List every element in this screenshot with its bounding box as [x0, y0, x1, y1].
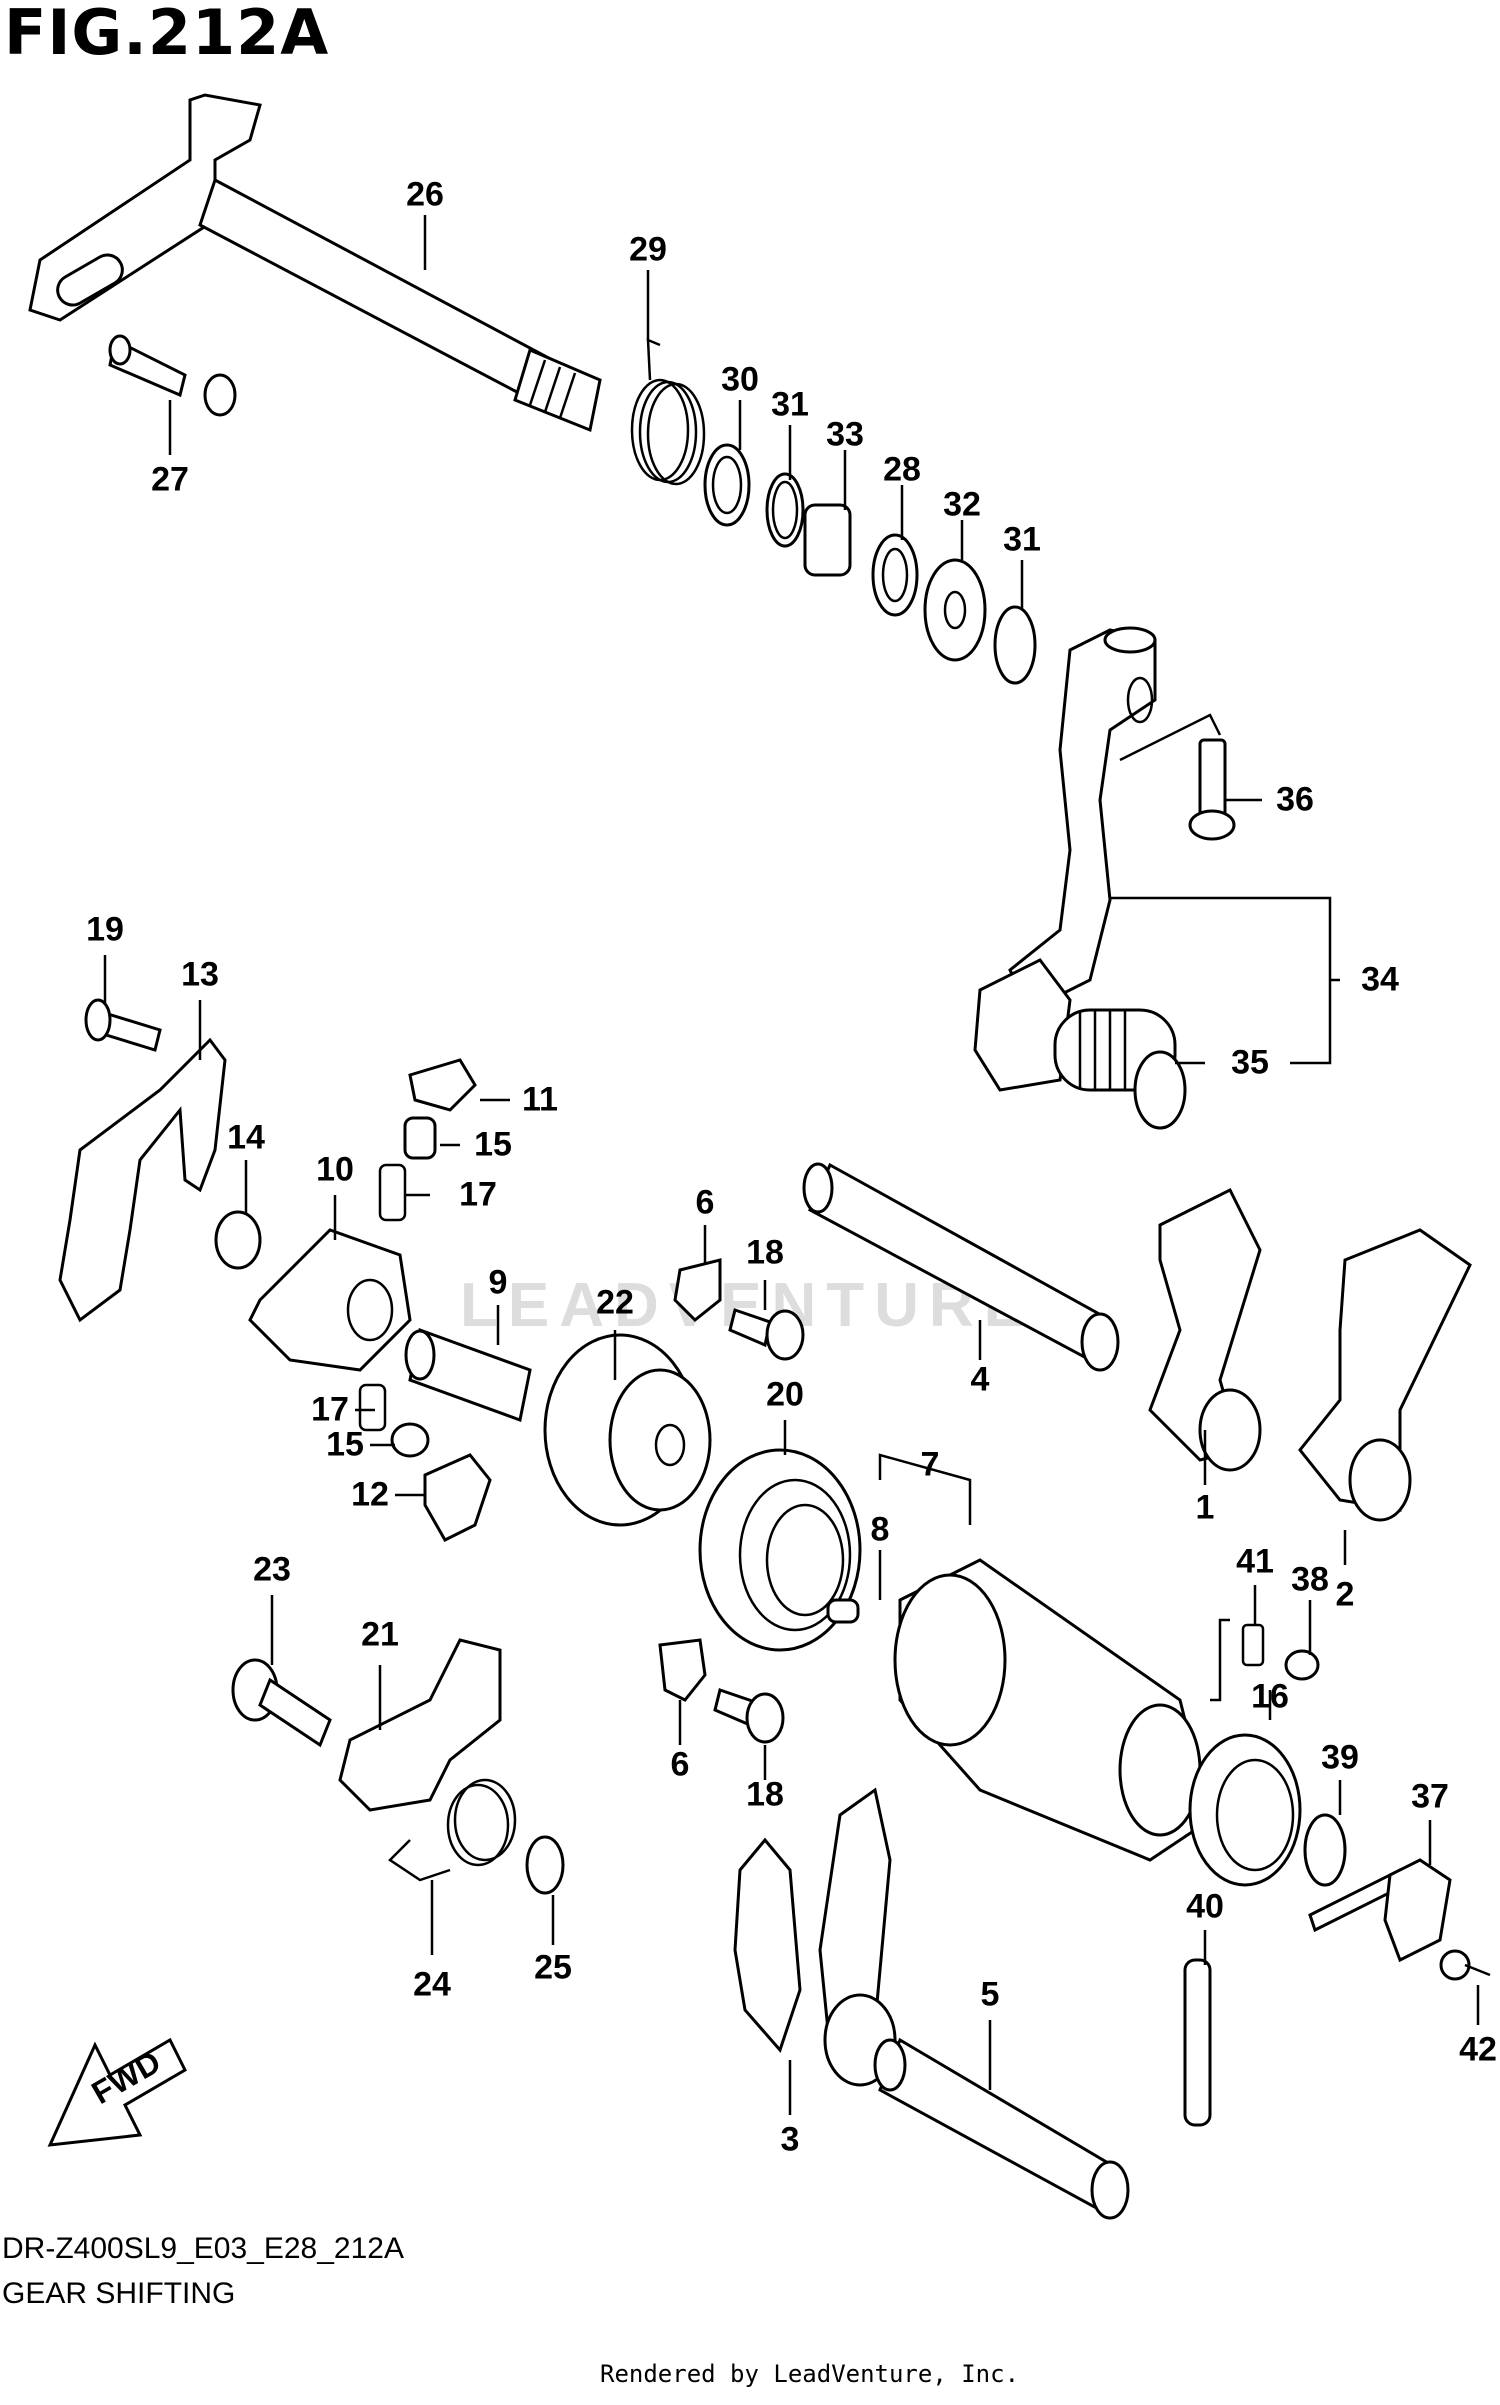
gear-position-switch-37	[1308, 1858, 1452, 1963]
figure-title: FIG.212A	[4, 0, 330, 69]
seal-28	[871, 533, 919, 617]
callout-41: 41	[1236, 1542, 1274, 1581]
callout-10: 10	[316, 1150, 354, 1189]
retainer-6b	[658, 1638, 707, 1702]
callout-1: 1	[1195, 1488, 1215, 1527]
bearing-33	[803, 503, 852, 577]
callout-16: 16	[1251, 1677, 1289, 1716]
callout-3: 3	[780, 2120, 800, 2159]
callout-12: 12	[351, 1475, 389, 1514]
callout-19: 19	[86, 910, 124, 949]
callout-26: 26	[406, 175, 444, 214]
shift-cam-driven-gear-22	[543, 1333, 712, 1527]
fork-shaft-4	[802, 1162, 1120, 1372]
callout-17b: 17	[311, 1390, 349, 1429]
callout-35: 35	[1231, 1043, 1269, 1082]
spring-41	[1241, 1623, 1265, 1667]
washer-25	[525, 1835, 565, 1895]
callout-36: 36	[1276, 780, 1314, 819]
gearshift-cam-7	[878, 1453, 1212, 1862]
diagram-caption: GEAR SHIFTING	[2, 2277, 236, 2310]
pawl-12	[423, 1453, 492, 1542]
bearing-20	[698, 1448, 862, 1652]
cam-stopper-plate-13	[58, 1037, 227, 1323]
pin-8	[826, 1598, 860, 1624]
shift-shaft-part	[28, 93, 602, 433]
bolt-23	[231, 1658, 332, 1748]
callout-33: 33	[826, 415, 864, 454]
bearing-16	[1188, 1733, 1302, 1887]
spring-24	[388, 1778, 517, 1882]
screw-19	[84, 998, 162, 1052]
callout-34: 34	[1361, 960, 1399, 999]
callout-32: 32	[943, 485, 981, 524]
gearshift-fork-3	[733, 1787, 897, 2087]
pawl-11	[408, 1058, 477, 1112]
gearshift-fork-2	[1298, 1228, 1472, 1522]
callout-29: 29	[629, 230, 667, 269]
callout-4: 4	[970, 1360, 990, 1399]
callout-21: 21	[361, 1615, 399, 1654]
washer-32	[923, 558, 987, 662]
callout-23: 23	[253, 1550, 291, 1589]
callout-42: 42	[1459, 2030, 1497, 2069]
fork-shaft-5	[873, 2037, 1130, 2220]
model-code: DR-Z400SL9_E03_E28_212A	[2, 2232, 404, 2265]
callout-22: 22	[596, 1283, 634, 1322]
callout-14: 14	[227, 1118, 265, 1157]
screw-18b	[713, 1688, 785, 1744]
spring-17a	[378, 1163, 407, 1222]
screw-42	[1439, 1949, 1491, 1981]
callout-11: 11	[522, 1080, 558, 1119]
bolt-36	[1188, 738, 1236, 841]
circlip-31b	[993, 605, 1037, 685]
callout-31b: 31	[1003, 520, 1041, 559]
collar-14	[214, 1210, 262, 1270]
pin-15b	[390, 1422, 430, 1458]
pin-part	[108, 334, 237, 417]
callout-24: 24	[413, 1965, 451, 2004]
callout-5: 5	[980, 1975, 1000, 2014]
clamp-40	[1183, 1958, 1212, 2127]
return-spring-part	[630, 338, 706, 486]
callout-25: 25	[534, 1948, 572, 1987]
callout-13: 13	[181, 955, 219, 994]
callout-37: 37	[1411, 1777, 1449, 1816]
callout-39: 39	[1321, 1738, 1359, 1777]
pin-15a	[403, 1116, 437, 1160]
leader-lines	[103, 215, 1480, 2115]
o-ring-39	[1303, 1813, 1347, 1887]
callout-31: 31	[771, 385, 809, 424]
callout-28: 28	[883, 450, 921, 489]
fwd-arrow-icon: FWD	[47, 2037, 187, 2147]
callout-40: 40	[1186, 1887, 1224, 1926]
callout-18: 18	[746, 1233, 784, 1272]
retainer-6a	[673, 1258, 722, 1323]
callout-9: 9	[488, 1263, 508, 1302]
callout-17: 17	[459, 1175, 497, 1214]
callout-20: 20	[766, 1375, 804, 1414]
pawl-lifter-10	[248, 1228, 412, 1372]
callout-30: 30	[721, 360, 759, 399]
callout-6: 6	[695, 1183, 715, 1222]
callout-18b: 18	[746, 1775, 784, 1814]
callout-15: 15	[474, 1125, 512, 1164]
callout-2: 2	[1335, 1575, 1355, 1614]
callout-7: 7	[920, 1445, 940, 1484]
callout-6b: 6	[670, 1745, 690, 1784]
spring-17b	[358, 1383, 387, 1432]
screw-18a	[728, 1308, 805, 1361]
callout-8: 8	[870, 1510, 890, 1549]
stopper-plate-21	[338, 1638, 502, 1812]
callout-38: 38	[1291, 1560, 1329, 1599]
gearshift-fork-1	[1148, 1187, 1262, 1472]
callout-27: 27	[151, 460, 189, 499]
gearshift-lever-part	[973, 626, 1222, 1130]
rendered-by-credit: Rendered by LeadVenture, Inc.	[600, 2360, 1020, 2388]
pin-38	[1284, 1649, 1320, 1681]
callout-15b: 15	[326, 1425, 364, 1464]
shift-cam-stopper-bolt-9	[404, 1327, 532, 1423]
